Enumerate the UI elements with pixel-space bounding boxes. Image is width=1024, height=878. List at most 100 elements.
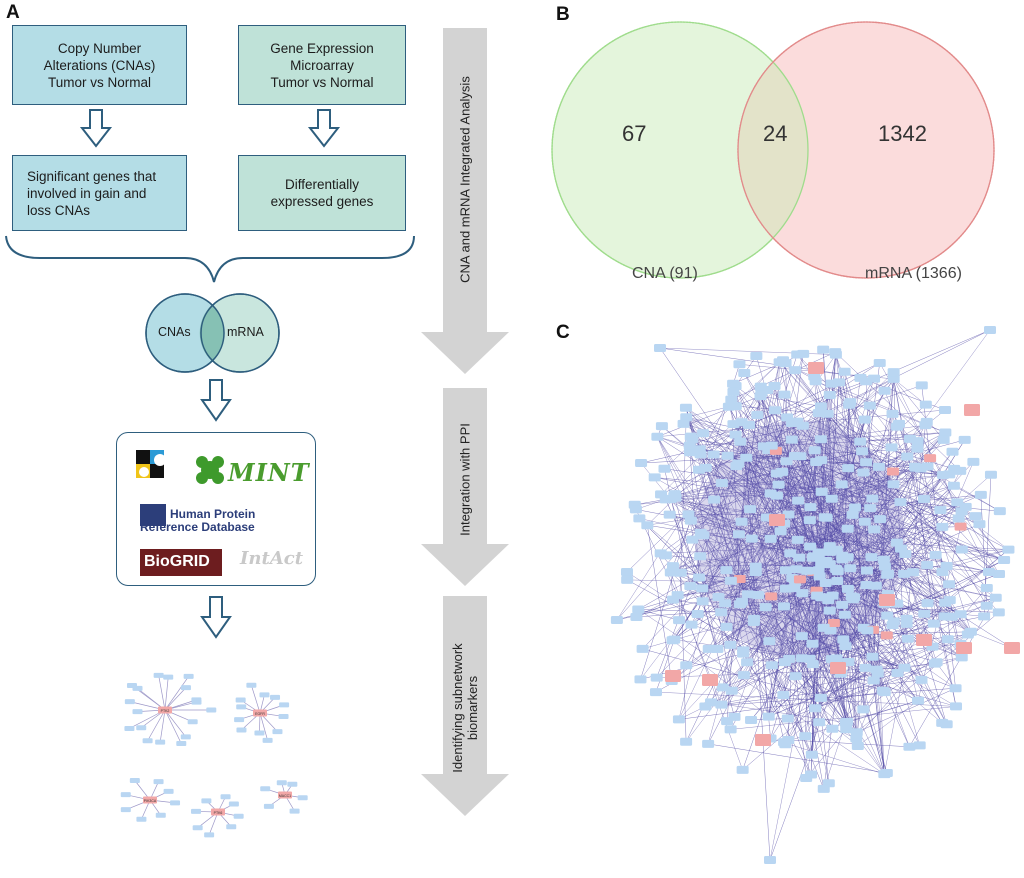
subnetwork-hub-label: MACC1: [279, 794, 291, 798]
ppi-node: [784, 549, 797, 558]
ppi-edge: [782, 360, 901, 503]
ppi-edge: [853, 597, 857, 739]
ppi-node: [992, 608, 1005, 617]
ppi-node: [795, 632, 808, 641]
subnetwork-edge: [259, 712, 268, 741]
ppi-node: [921, 599, 934, 608]
ppi-edge: [814, 377, 861, 709]
ppi-node: [992, 569, 1005, 578]
ppi-node: [823, 390, 836, 399]
venn-cna-label: CNA (91): [632, 265, 698, 282]
ppi-node: [711, 644, 724, 653]
ppi-edge: [823, 722, 847, 790]
ppi-node: [729, 430, 742, 439]
ppi-node: [727, 387, 740, 396]
ppi-node: [699, 702, 712, 711]
ppi-node: [707, 450, 720, 459]
ppi-edge: [678, 518, 775, 720]
subnetwork-node: [228, 801, 239, 807]
ppi-node: [791, 350, 804, 359]
ppi-node: [840, 725, 853, 734]
ppi-node: [763, 637, 776, 646]
stage1-label: CNA and mRNA Integrated Analysis: [457, 76, 473, 283]
ppi-node: [851, 741, 864, 750]
ppi-node: [823, 542, 836, 551]
ppi-node: [909, 462, 922, 471]
ppi-edge: [940, 509, 1000, 575]
subnetwork-hub-label: PIK3CA: [144, 799, 157, 803]
ppi-edge: [686, 416, 921, 469]
ppi-edge: [724, 432, 946, 604]
ppi-node: [630, 612, 643, 621]
ppi-edge: [659, 347, 836, 355]
panel-label-b: B: [556, 4, 570, 25]
ppi-node: [721, 451, 734, 460]
ppi-node: [843, 400, 856, 409]
subnetwork-node: [234, 717, 245, 723]
ppi-node: [789, 366, 802, 375]
ppi-node: [907, 568, 920, 577]
ppi-node: [712, 592, 725, 601]
ppi-node: [685, 620, 698, 629]
ppi-node: [856, 447, 869, 456]
ppi-node: [837, 635, 850, 644]
ppi-node: [838, 610, 851, 619]
ppi-node: [752, 590, 765, 599]
ppi-node: [776, 467, 789, 476]
subnetwork-node: [132, 709, 143, 715]
ppi-node: [727, 379, 740, 388]
subnetwork-node: [176, 740, 187, 746]
ppi-node: [673, 616, 686, 625]
ppi-node: [759, 603, 772, 612]
subnetwork-hub-label: PTK6: [214, 811, 223, 815]
ppi-node: [735, 418, 748, 427]
ppi-node: [648, 473, 661, 482]
ppi-node: [751, 411, 764, 420]
subnetwork-node: [153, 779, 164, 785]
subnetwork-node: [183, 673, 194, 679]
ppi-node: [854, 437, 867, 446]
ppi-edge: [647, 525, 672, 682]
ppi-edge: [742, 653, 858, 747]
ppi-node: [978, 612, 991, 621]
ppi-node: [878, 386, 891, 395]
ppi-node: [958, 435, 971, 444]
ppi-edge: [856, 461, 974, 739]
ppi-node: [641, 521, 654, 530]
ppi-node: [850, 734, 863, 743]
ppi-edge: [836, 643, 961, 659]
ppi-highlight-node: [916, 634, 932, 646]
merge-brace: [5, 235, 415, 283]
hprd-logo-text: Human Protein Reference Database: [140, 507, 256, 534]
subnetwork-node: [191, 808, 202, 814]
ppi-node: [770, 491, 783, 500]
ppi-node: [838, 367, 851, 376]
ppi-node: [952, 514, 965, 523]
ppi-edge: [909, 597, 996, 747]
ppi-node: [921, 462, 934, 471]
ppi-edge: [657, 436, 806, 737]
subnetwork-node: [192, 825, 203, 831]
subnetwork-node: [187, 719, 198, 725]
ppi-edge: [820, 424, 926, 440]
ppi-edge: [672, 599, 887, 636]
ppi-edge: [788, 739, 910, 748]
ppi-node: [804, 503, 817, 512]
ppi-node: [815, 487, 828, 496]
ppi-edge: [689, 445, 732, 691]
ppi-node: [842, 464, 855, 473]
subnetwork-edge: [164, 676, 189, 711]
subnetwork-node: [155, 739, 166, 745]
ppi-edge: [795, 675, 874, 681]
subnetwork-node: [226, 824, 237, 830]
ppi-edge: [710, 450, 816, 703]
stage-arrow-2: [421, 388, 509, 586]
ppi-edge: [741, 422, 771, 739]
down-arrow-3: [200, 379, 232, 422]
ppi-node: [936, 522, 949, 531]
ppi-node: [708, 495, 721, 504]
ppi-edge: [779, 362, 946, 433]
ppi-node: [887, 374, 900, 383]
ppi-node: [887, 480, 900, 489]
ppi-highlight-node: [827, 618, 840, 627]
